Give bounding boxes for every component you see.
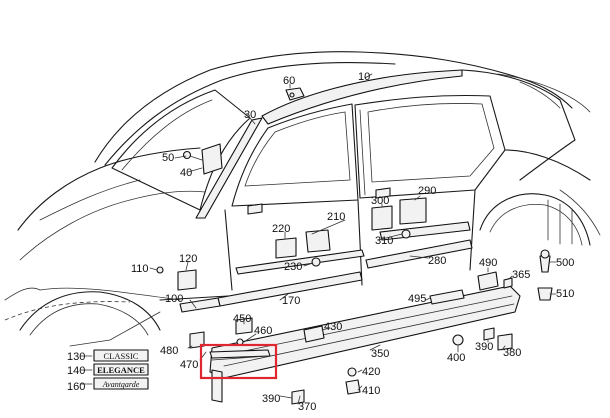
callout-280: 280 <box>428 255 446 267</box>
leader-lines <box>69 73 557 405</box>
front-door-handle <box>247 203 263 215</box>
callout-410: 410 <box>362 385 380 397</box>
callout-160: 160 <box>67 381 85 393</box>
callout-30: 30 <box>244 109 256 121</box>
callout-500: 500 <box>556 257 574 269</box>
highlighted-trim-piece <box>209 349 271 359</box>
rear-upper-molding <box>379 221 471 241</box>
rear-door-molding <box>365 239 473 269</box>
callout-430: 430 <box>324 321 342 333</box>
badge-elegance-text: ELEGANCE <box>97 365 145 375</box>
badge-avantgarde-text: Avantgarde <box>102 380 140 389</box>
part-220-housing <box>275 237 297 259</box>
part-410-grommet <box>345 379 361 395</box>
a-pillar-trim <box>195 117 263 219</box>
front-upper-molding <box>235 249 365 275</box>
callout-100: 100 <box>165 293 183 305</box>
part-450-bracket <box>235 317 253 335</box>
callout-10: 10 <box>358 71 370 83</box>
model-badges: CLASSIC ELEGANCE Avantgarde <box>93 349 149 390</box>
callout-495: 495 <box>408 293 426 305</box>
part-390-clip <box>483 327 495 341</box>
badge-avantgarde <box>93 377 149 390</box>
part-40-bracket <box>201 143 223 175</box>
callout-365: 365 <box>512 269 530 281</box>
callout-210: 210 <box>327 211 345 223</box>
callout-490: 490 <box>479 257 497 269</box>
callout-450: 450 <box>233 313 251 325</box>
callout-labels: 10 30 40 50 60 100 110 120 130 140 160 1… <box>67 71 574 413</box>
part-380-cover <box>497 333 513 351</box>
callout-290: 290 <box>418 185 436 197</box>
callout-310: 310 <box>375 235 393 247</box>
callout-230: 230 <box>284 261 302 273</box>
part-300-bracket <box>371 205 393 231</box>
callout-420: 420 <box>362 366 380 378</box>
sill-end-cap <box>211 369 223 403</box>
roof-rail-molding <box>261 69 463 125</box>
fender-molding <box>179 297 221 313</box>
callout-140: 140 <box>67 365 85 377</box>
callout-390-lower: 390 <box>262 393 280 405</box>
side-moldings <box>179 187 521 403</box>
badge-classic-text: CLASSIC <box>104 351 139 361</box>
callout-380: 380 <box>503 347 521 359</box>
callout-120: 120 <box>179 253 197 265</box>
part-365-clip <box>503 277 513 289</box>
callout-40: 40 <box>180 167 192 179</box>
part-310-cap <box>401 229 411 239</box>
part-290-housing <box>399 197 427 225</box>
rear-door-handle <box>375 187 391 199</box>
callout-220: 220 <box>272 223 290 235</box>
part-495-strip <box>429 289 465 305</box>
callout-400: 400 <box>447 352 465 364</box>
callout-390-upper: 390 <box>475 341 493 353</box>
part-490-bracket <box>477 271 499 291</box>
callout-370: 370 <box>298 401 316 413</box>
part-230-cap <box>311 257 321 267</box>
callout-510: 510 <box>556 288 574 300</box>
callout-130: 130 <box>67 351 85 363</box>
car-body-outline <box>4 51 601 336</box>
part-120-bracket <box>177 269 197 291</box>
callout-170: 170 <box>282 295 300 307</box>
part-210-housing <box>305 229 331 253</box>
badge-elegance <box>93 363 149 376</box>
part-110-clip <box>156 266 164 274</box>
badge-classic <box>93 349 149 362</box>
callout-460: 460 <box>254 325 272 337</box>
part-430-bracket <box>303 325 325 343</box>
part-510-nut <box>537 287 553 301</box>
small-parts <box>156 87 553 405</box>
callout-480: 480 <box>160 345 178 357</box>
callout-300: 300 <box>371 195 389 207</box>
callout-110: 110 <box>131 263 149 275</box>
callout-60: 60 <box>283 75 295 87</box>
part-400-cap <box>452 334 464 346</box>
part-390-lower-clip <box>291 389 305 405</box>
highlight-box <box>199 343 278 380</box>
callout-50: 50 <box>162 152 174 164</box>
part-420-clip <box>347 367 357 377</box>
callout-350: 350 <box>371 348 389 360</box>
callout-470: 470 <box>180 359 198 371</box>
part-50-bolt <box>182 150 192 160</box>
